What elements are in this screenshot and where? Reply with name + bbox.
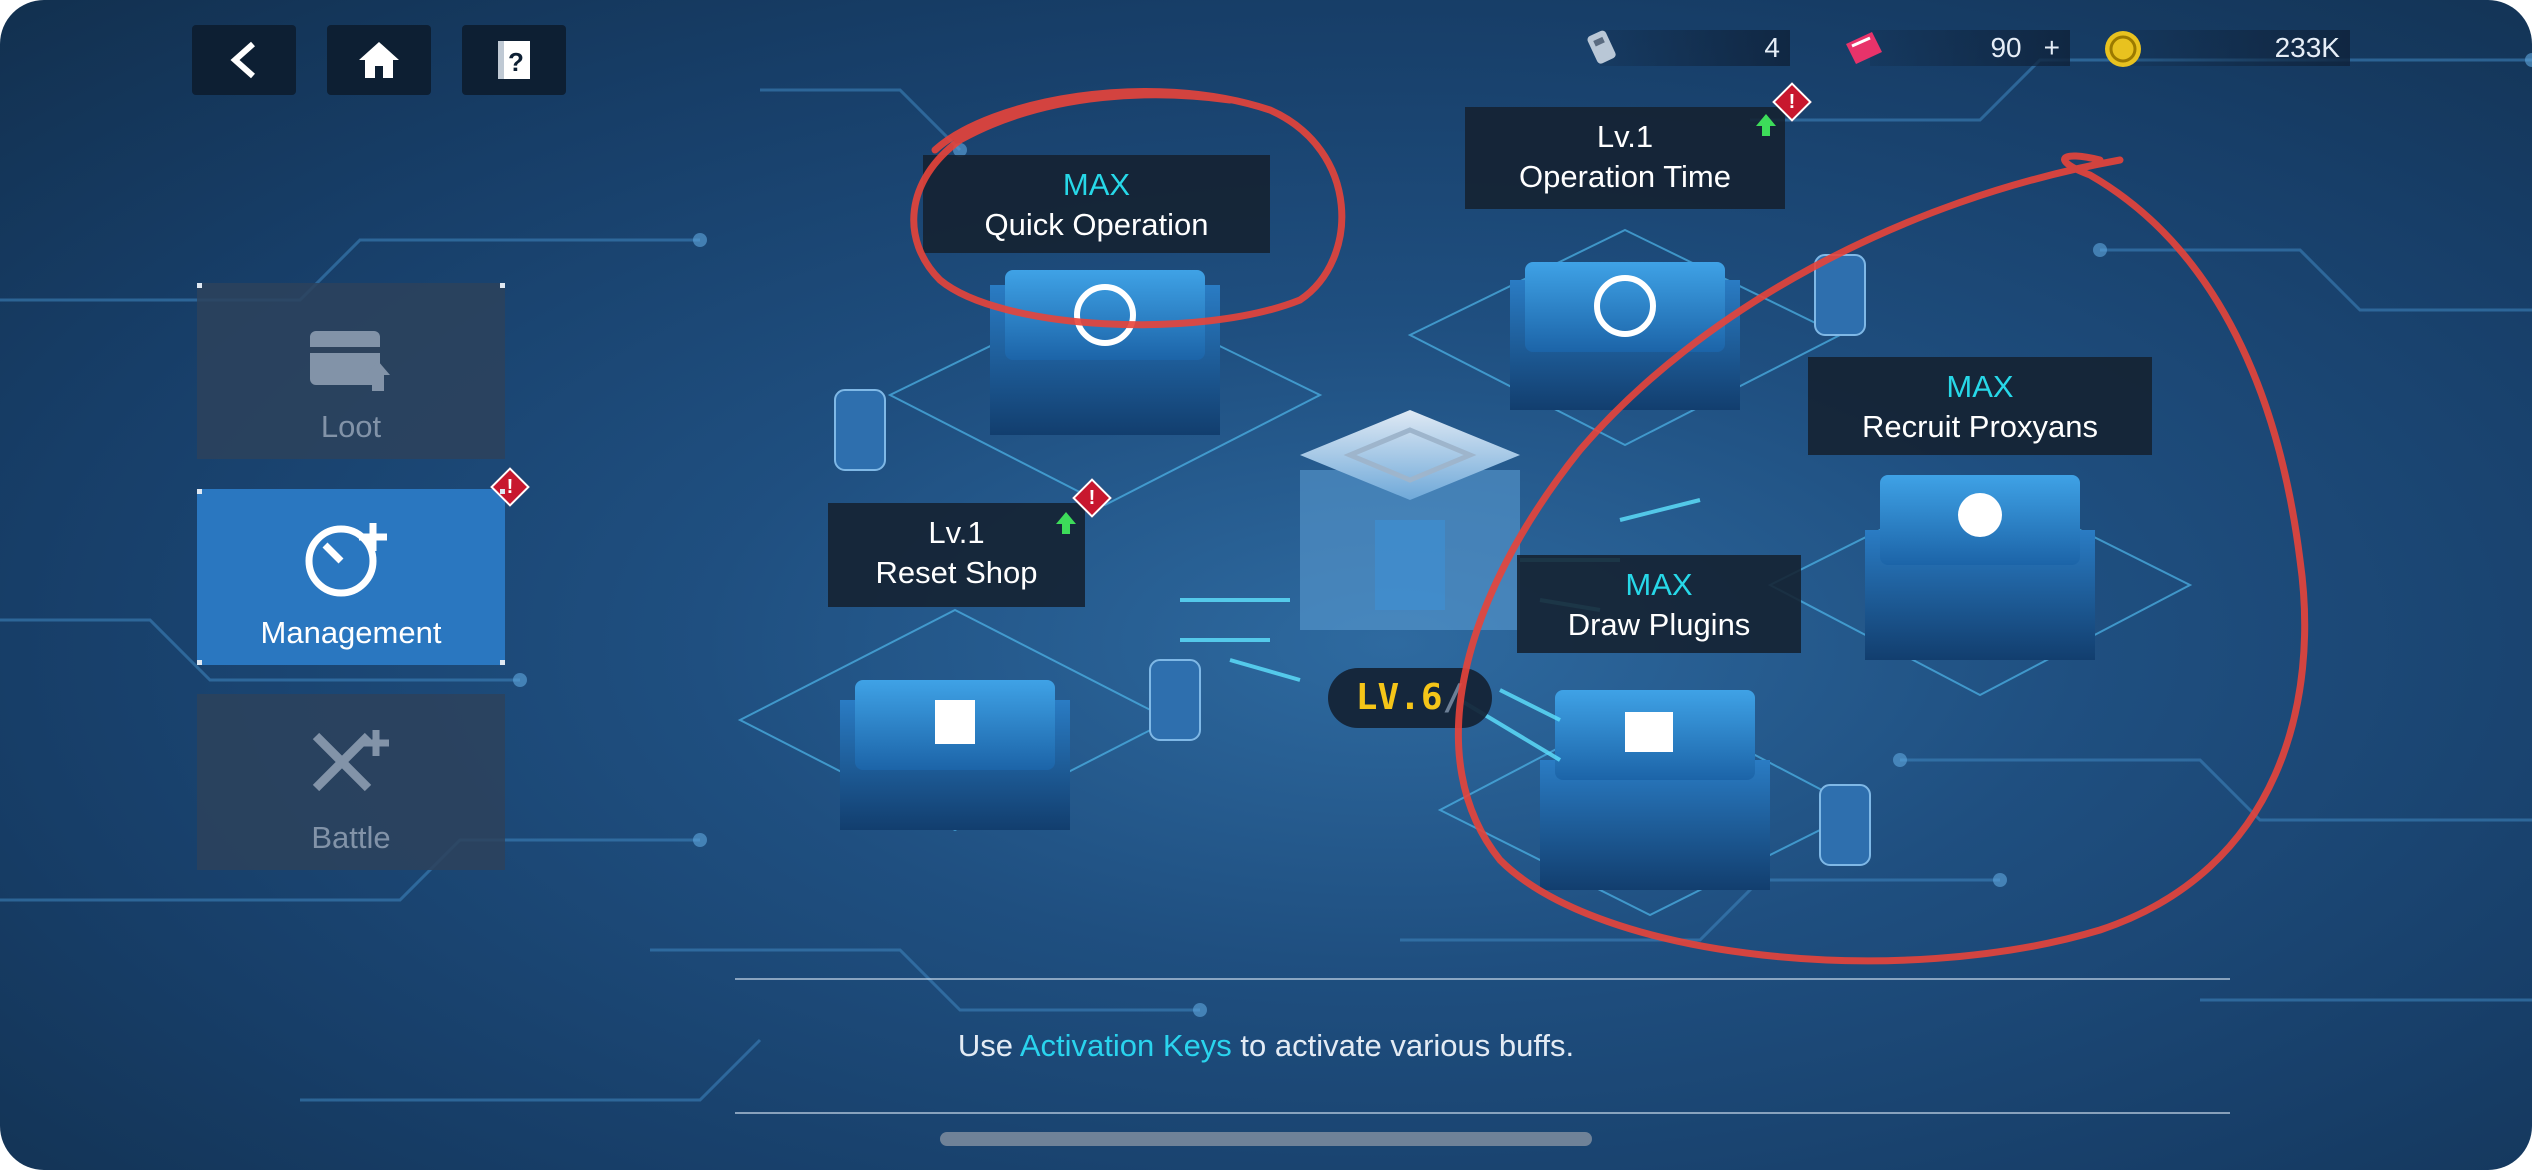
- alert-mark: !: [1788, 91, 1796, 113]
- hint-prefix: Use: [957, 1028, 1020, 1063]
- sidebar-item-label: Battle: [311, 820, 391, 855]
- sidebar-item-management[interactable]: Management: [197, 489, 505, 665]
- back-button[interactable]: [192, 25, 296, 95]
- reset-shop-level: Lv.1: [928, 515, 985, 550]
- quick-operation-level: MAX: [1062, 167, 1131, 202]
- upgrade-arrow-icon: [1756, 114, 1776, 136]
- operation-time-level: Lv.1: [1596, 119, 1654, 154]
- home-button[interactable]: [327, 25, 431, 95]
- question-book-icon: ?: [498, 41, 530, 79]
- quick-operation-label[interactable]: MAX Quick Operation: [923, 155, 1270, 253]
- draw-plugins-name: Draw Plugins: [1567, 607, 1751, 642]
- activation-key-value: 4: [1764, 32, 1780, 63]
- coin-counter: 233K: [2130, 30, 2350, 66]
- reset-shop-label[interactable]: Lv.1 Reset Shop: [828, 503, 1085, 607]
- reset-shop-name: Reset Shop: [875, 555, 1038, 590]
- upgrade-arrow-icon: [1056, 512, 1076, 534]
- draw-plugins-level: MAX: [1625, 567, 1693, 602]
- recruit-proxyans-chip: [1865, 475, 2095, 660]
- loot-chest-icon: [310, 331, 390, 391]
- draw-plugins-chip: [1540, 690, 1770, 890]
- help-button[interactable]: ?: [462, 25, 566, 95]
- hint-text: Use Activation Keys to activate various …: [0, 1028, 2532, 1064]
- operation-time-name: Operation Time: [1519, 159, 1731, 194]
- quick-operation-name: Quick Operation: [984, 207, 1209, 242]
- ticket-counter: 90 +: [1870, 30, 2070, 66]
- ticket-plus-button[interactable]: +: [2043, 32, 2060, 63]
- hint-suffix: to activate various buffs.: [1231, 1028, 1575, 1063]
- home-icon: [359, 42, 399, 78]
- activation-keys-link[interactable]: Activation Keys: [1019, 1028, 1232, 1063]
- recruit-proxyans-label[interactable]: MAX Recruit Proxyans: [1808, 357, 2152, 455]
- draw-plugins-label[interactable]: MAX Draw Plugins: [1517, 555, 1801, 653]
- activation-key-counter: 4: [1600, 30, 1790, 66]
- home-indicator[interactable]: [940, 1132, 1592, 1146]
- core-level-badge: LV.6/: [1328, 668, 1492, 728]
- timer-plus-icon: [305, 523, 387, 597]
- crossed-swords-icon: [312, 730, 389, 792]
- hint-bottom-divider: [735, 1112, 2230, 1114]
- core-cube: [1300, 410, 1520, 630]
- sidebar-item-loot[interactable]: Loot: [197, 283, 505, 459]
- alert-mark: !: [1088, 487, 1096, 509]
- sidebar-item-battle[interactable]: Battle: [197, 694, 505, 870]
- operation-time-chip: [1510, 262, 1740, 410]
- core-level-value: LV.6: [1355, 677, 1443, 718]
- quick-operation-chip: [990, 270, 1220, 435]
- coin-icon: [2105, 31, 2141, 67]
- recruit-proxyans-level: MAX: [1946, 369, 2014, 404]
- core-level-separator: /: [1442, 677, 1465, 718]
- operation-time-label[interactable]: Lv.1 Operation Time: [1465, 107, 1785, 209]
- ticket-value: 90: [1990, 32, 2022, 63]
- recruit-proxyans-name: Recruit Proxyans: [1861, 409, 2099, 444]
- reset-shop-chip: [840, 680, 1070, 830]
- sidebar-item-label: Management: [260, 615, 442, 650]
- activation-key-icon: [1587, 30, 1616, 64]
- coin-value: 233K: [2274, 32, 2340, 63]
- ticket-icon: [1846, 32, 1882, 64]
- hint-top-divider: [735, 978, 2230, 980]
- sidebar-item-label: Loot: [320, 409, 382, 444]
- svg-text:?: ?: [508, 47, 524, 77]
- chevron-left-icon: [230, 41, 255, 79]
